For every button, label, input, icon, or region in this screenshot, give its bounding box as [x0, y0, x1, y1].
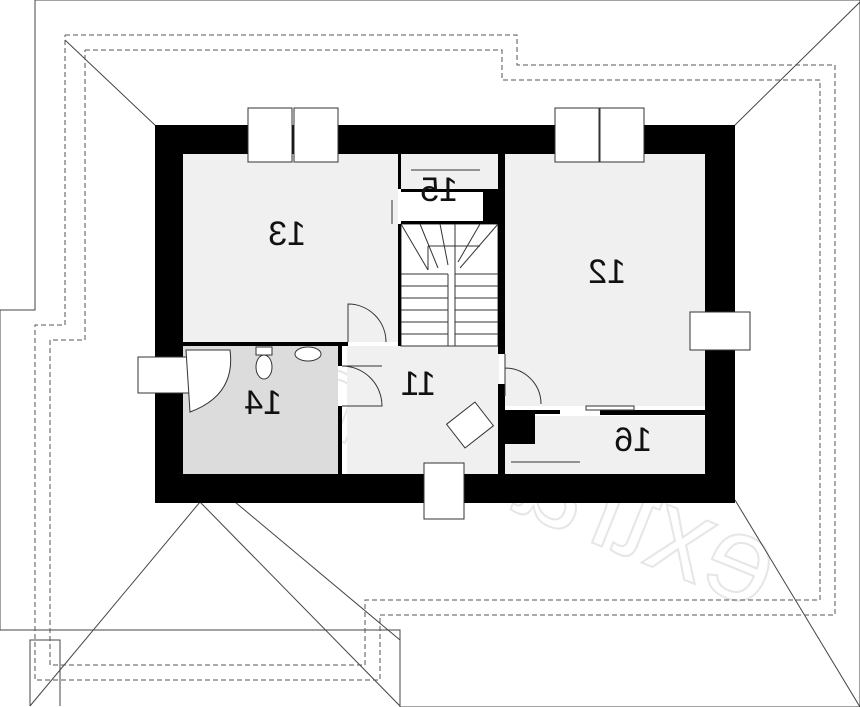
room-label-13: 13 — [268, 215, 306, 253]
staircase — [400, 223, 499, 347]
room-label-14: 14 — [244, 384, 282, 422]
doors — [341, 200, 635, 411]
room-label-12: 12 — [588, 253, 626, 291]
room-label-16: 16 — [614, 421, 652, 459]
room-fills — [183, 154, 705, 476]
room-label-15: 15 — [420, 171, 458, 209]
eave-lines — [34, 34, 836, 681]
room-label-11: 11 — [401, 365, 436, 403]
windows — [137, 107, 751, 520]
fixtures — [185, 169, 580, 463]
room-labels: 11 12 13 14 15 16 — [244, 171, 652, 459]
